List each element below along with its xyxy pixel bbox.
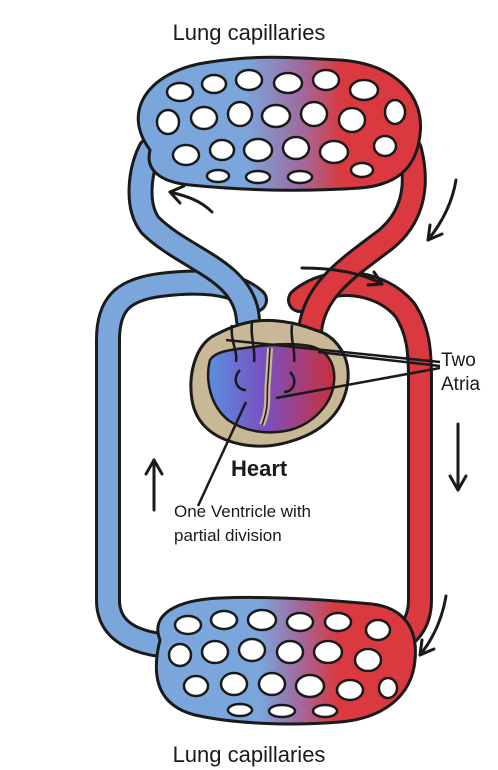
- bottom-capillaries-label: Lung capillaries: [0, 742, 498, 768]
- heart-shape: [191, 320, 348, 446]
- arrow-down-icon: [450, 424, 466, 490]
- bottom-capillary-bed: [156, 597, 415, 723]
- arrow-up-left-icon: [170, 186, 212, 212]
- heart-label: Heart: [231, 456, 287, 482]
- ventricle-label: One Ventricle with partial division: [174, 500, 404, 548]
- arrow-down-right-icon: [428, 180, 456, 240]
- atria-label-line1: Two: [441, 349, 480, 373]
- atria-label: Two Atria: [441, 349, 480, 397]
- ventricle-label-line1: One Ventricle with: [174, 500, 404, 524]
- ventricle-label-line2: partial division: [174, 524, 404, 548]
- arrow-up-icon: [146, 460, 162, 510]
- top-capillary-bed: [138, 57, 420, 190]
- atria-label-line2: Atria: [441, 373, 480, 397]
- top-capillaries-label: Lung capillaries: [0, 20, 498, 46]
